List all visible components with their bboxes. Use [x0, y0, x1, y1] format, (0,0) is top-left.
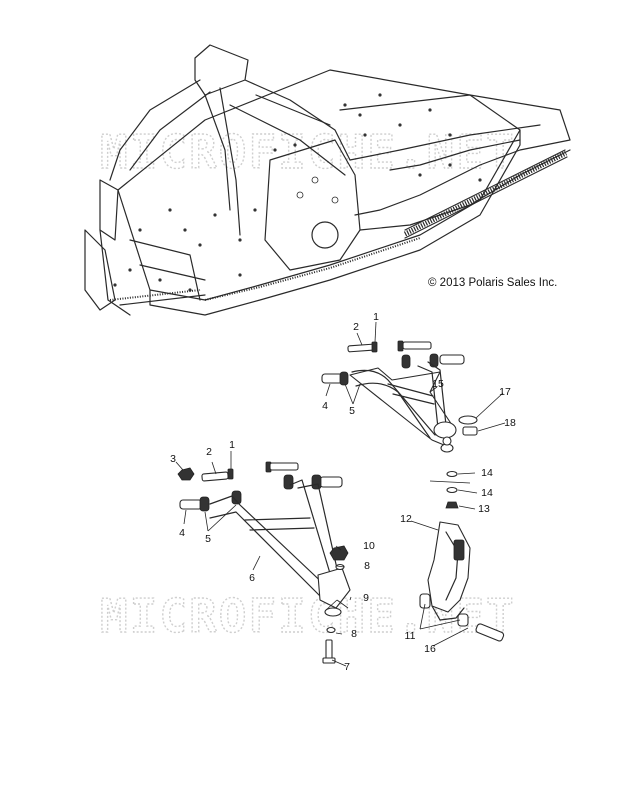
- callout-1-upper: 1: [373, 311, 379, 323]
- callout-10: 10: [363, 540, 375, 552]
- callout-16: 16: [424, 643, 436, 655]
- callout-8-b: 8: [351, 628, 357, 640]
- callout-1-lower: 1: [229, 439, 235, 451]
- callout-18: 18: [504, 417, 516, 429]
- callout-7: 7: [344, 661, 350, 673]
- callout-5-lower: 5: [205, 533, 211, 545]
- callout-11: 11: [405, 630, 416, 642]
- chassis-frame: [84, 44, 571, 316]
- callout-17: 17: [499, 386, 511, 398]
- leader-lines: [175, 321, 506, 667]
- callout-4-upper: 4: [322, 400, 328, 412]
- callout-6: 6: [249, 572, 255, 584]
- spindle: [419, 521, 505, 642]
- callout-3: 3: [170, 453, 176, 465]
- callout-8-a: 8: [364, 560, 370, 572]
- callout-5-upper: 5: [349, 405, 355, 417]
- callout-15: 15: [432, 378, 444, 390]
- copyright-text: © 2013 Polaris Sales Inc.: [428, 277, 557, 289]
- callout-4-lower: 4: [179, 527, 185, 539]
- callout-14-b: 14: [481, 487, 493, 499]
- callout-12: 12: [400, 513, 412, 525]
- callout-14-a: 14: [481, 467, 493, 479]
- watermark-top: MICROFICHE.NET: [100, 125, 516, 179]
- upper-a-arm-assembly: [321, 340, 478, 509]
- callout-13: 13: [478, 503, 490, 515]
- callout-9: 9: [363, 592, 369, 604]
- callout-2-upper: 2: [353, 321, 359, 333]
- lower-a-arm-assembly: [177, 461, 351, 664]
- callout-2-lower: 2: [206, 446, 212, 458]
- callout-labels: 1 2 4 5 15 17 18 14 14 13 1 2 3 4 5 6 10…: [170, 311, 516, 673]
